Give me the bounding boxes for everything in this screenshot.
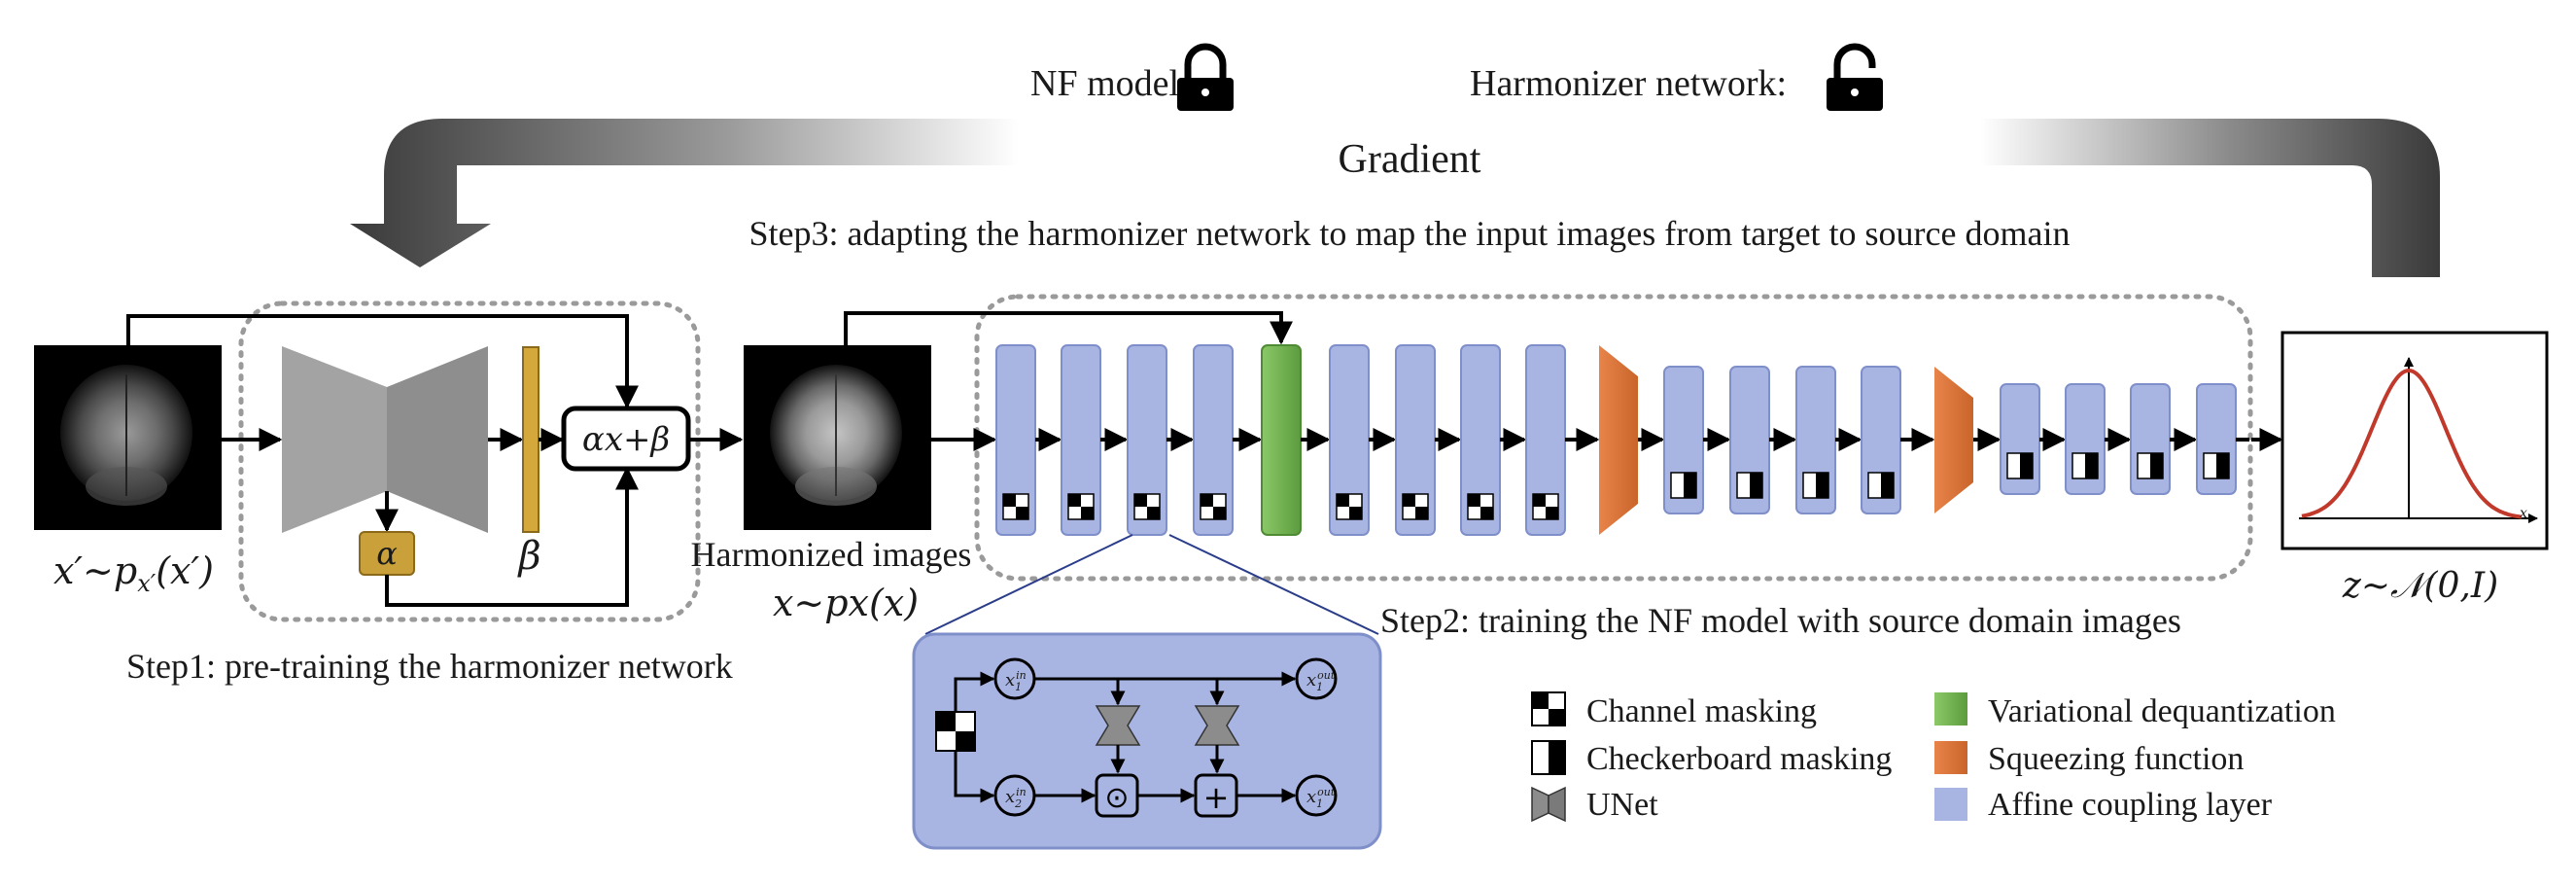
legend-unet-label: UNet — [1586, 787, 1658, 823]
inset-unet1-icon — [1095, 705, 1141, 746]
inset-x2-in-label: x2in — [1005, 786, 1027, 810]
beta-bar — [522, 346, 540, 533]
legend-affine-swatch — [1934, 788, 1967, 821]
channel-mask-cell — [1134, 494, 1147, 507]
checkerboard-mask-cell — [1881, 473, 1894, 498]
channel-mask-cell — [1533, 494, 1546, 507]
gradient-label: Gradient — [1339, 137, 1481, 182]
channel-mask-cell — [1415, 507, 1428, 519]
inset-split-bottom — [954, 751, 995, 803]
inset-split-top — [954, 671, 995, 712]
nf-model-container — [974, 294, 2253, 582]
checkerboard-mask-cell — [1684, 473, 1696, 498]
channel-mask-cell — [1147, 507, 1160, 519]
harmonized-skip-connection — [844, 311, 1293, 345]
inset-unet2-icon — [1194, 705, 1240, 746]
inset-mask-icon — [935, 711, 976, 752]
squeezing-function-block — [1934, 367, 1973, 513]
channel-mask-cell — [1337, 494, 1349, 507]
inset-x1-in-label: x1in — [1005, 669, 1027, 693]
gaussian-curve — [2301, 368, 2523, 519]
output-distribution-label: z∼𝒩(0,I) — [2342, 566, 2498, 606]
alpha-label: α — [376, 535, 398, 572]
channel-mask-cell — [1349, 507, 1362, 519]
step1-container — [238, 301, 701, 622]
gradient-arrow — [350, 119, 2440, 277]
zoom-line-right — [1168, 534, 1379, 635]
channel-mask-cell — [1468, 494, 1480, 507]
channel-mask-cell — [1213, 507, 1226, 519]
zoom-line-left — [924, 534, 1133, 635]
checkerboard-mask-cell — [1816, 473, 1828, 498]
legend-vardeq-label: Variational dequantization — [1988, 693, 2336, 729]
step3-label: Step3: adapting the harmonizer network t… — [749, 214, 2071, 253]
input-distribution-label: x′∼px′(x′) — [53, 549, 214, 597]
squeezing-function-block — [1599, 345, 1638, 535]
step2-label: Step2: training the NF model with source… — [1380, 601, 2181, 640]
beta-label: β — [516, 534, 540, 579]
affine-transform-label: αx+β — [582, 420, 670, 459]
checkerboard-mask-cell — [1750, 473, 1762, 498]
legend-checker-label: Checkerboard masking — [1586, 741, 1892, 777]
legend-squeeze-swatch — [1934, 741, 1967, 774]
harmonizer-label: Harmonizer network: — [1470, 63, 1787, 104]
inset-x2-out-label: x1out — [1306, 786, 1336, 810]
nf-model-label: NF model: — [1030, 63, 1190, 104]
harmonized-label: Harmonized images — [691, 535, 972, 574]
channel-mask-cell — [1480, 507, 1493, 519]
legend-channel-icon — [1531, 691, 1566, 726]
channel-mask-cell — [1016, 507, 1028, 519]
inset-odot-label: ⊙ — [1104, 781, 1129, 815]
channel-mask-cell — [1403, 494, 1415, 507]
inset-x2-out-node — [1295, 774, 1338, 817]
harmonizer-unet-icon — [282, 346, 488, 533]
harmonized-brain-image — [744, 345, 931, 530]
unlocked-lock-icon — [1827, 43, 1883, 111]
channel-mask-cell — [1201, 494, 1213, 507]
channel-mask-cell — [1003, 494, 1016, 507]
legend: Channel masking Checkerboard masking UNe… — [1531, 691, 2336, 823]
locked-lock-icon — [1177, 43, 1234, 111]
input-brain-image — [34, 345, 222, 530]
legend-affine-label: Affine coupling layer — [1988, 787, 2273, 823]
checkerboard-mask-cell — [2085, 453, 2098, 478]
legend-channel-label: Channel masking — [1586, 693, 1817, 729]
inset-x1-out-node — [1295, 657, 1338, 700]
nf-flow — [931, 344, 2249, 536]
gaussian-axis-x-label: x — [2520, 506, 2527, 521]
inset-x1-out-label: x1out — [1306, 669, 1336, 693]
legend-squeeze-label: Squeezing function — [1988, 741, 2244, 777]
step1-label: Step1: pre-training the harmonizer netwo… — [126, 647, 733, 686]
variational-dequantization-block — [1261, 344, 1302, 536]
channel-mask-cell — [1546, 507, 1558, 519]
alpha-to-affine-arrow — [385, 466, 639, 607]
legend-checker-icon — [1531, 740, 1566, 775]
step1-skip-connection — [126, 314, 639, 409]
checkerboard-mask-cell — [2216, 453, 2229, 478]
legend-vardeq-swatch — [1934, 692, 1967, 726]
checkerboard-mask-cell — [2020, 453, 2033, 478]
legend-unet-icon — [1531, 786, 1566, 823]
inset-plus-label: + — [1203, 779, 1230, 816]
channel-mask-cell — [1068, 494, 1081, 507]
channel-mask-cell — [1081, 507, 1094, 519]
checkerboard-mask-cell — [2150, 453, 2163, 478]
harmonized-distribution-label: x∼px(x) — [773, 582, 919, 624]
